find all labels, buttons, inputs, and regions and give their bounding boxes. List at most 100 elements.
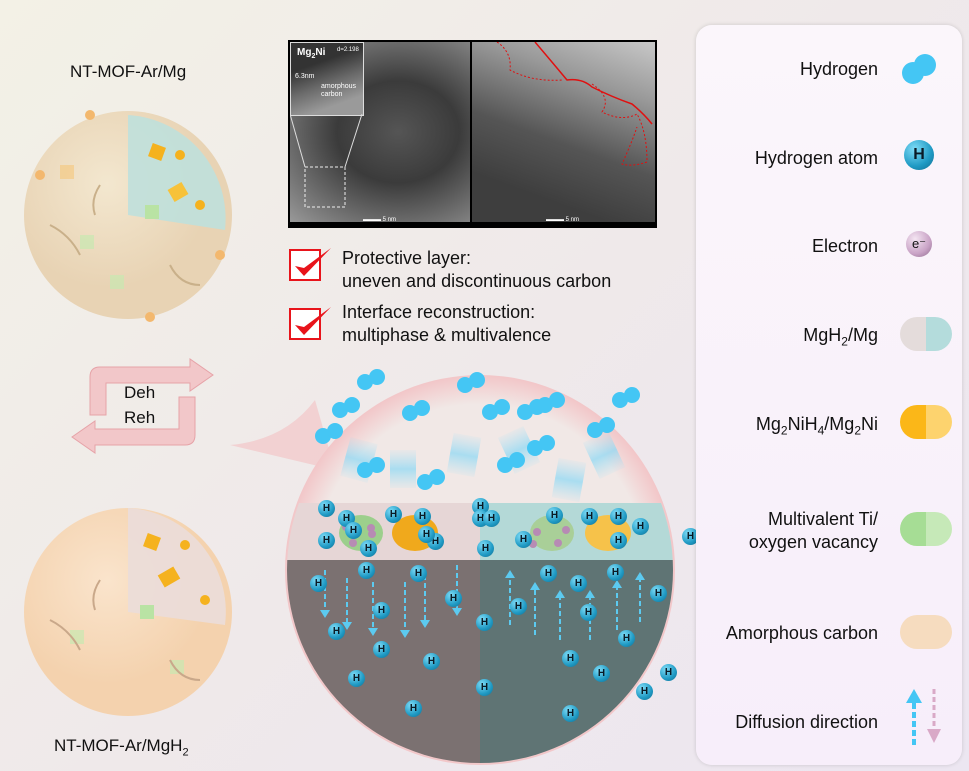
dehydrogenation-label: Deh xyxy=(124,383,156,402)
t: MgH xyxy=(803,325,842,345)
hydrogen-atom: H xyxy=(414,508,431,525)
finding-title: Protective layer: xyxy=(342,248,472,268)
hydrogen-atom: H xyxy=(410,565,427,582)
finding-protective-layer: Protective layer: uneven and discontinuo… xyxy=(342,247,611,293)
hydrogen-atom: H xyxy=(385,506,402,523)
hydrogen-molecule xyxy=(417,469,445,490)
inset-spacing-label: d=2.198 xyxy=(337,47,359,53)
finding-detail: uneven and discontinuous carbon xyxy=(342,271,612,291)
electron xyxy=(562,526,570,534)
hydrogen-molecule xyxy=(357,457,385,478)
hydrogen-molecule xyxy=(482,399,510,420)
nt-mof-ar-mg-sphere xyxy=(24,110,232,322)
t: 5 nm xyxy=(382,217,397,223)
hydrogen-molecule xyxy=(497,452,525,473)
t: Ni xyxy=(315,47,326,58)
legend-ti-vacancy-label: Multivalent Ti/oxygen vacancy xyxy=(749,508,878,554)
tem-image-right xyxy=(472,42,655,222)
mgh2-mg-pill-icon xyxy=(900,317,952,351)
t: Ni xyxy=(861,414,878,434)
mg2nih4-mg2ni-pill-icon xyxy=(900,405,952,439)
hydrogen-atom: H xyxy=(562,650,579,667)
ti-vacancy-pill-icon xyxy=(900,512,952,546)
cycle-arrows-icon xyxy=(71,358,214,454)
hydrogen-atom: H xyxy=(318,532,335,549)
hydrogen-atom: H xyxy=(318,500,335,517)
top-sphere-label: NT-MOF-Ar/Mg xyxy=(70,62,187,81)
hydrogen-atom: H xyxy=(373,641,390,658)
electron xyxy=(367,524,375,532)
hydrogen-atom: H xyxy=(476,614,493,631)
hydrogen-atom: H xyxy=(580,604,597,621)
t: Multivalent Ti/ xyxy=(767,509,878,529)
diffusion-arrow-up xyxy=(555,590,565,640)
hydrogen-molecule xyxy=(457,372,485,393)
finding-title: Interface reconstruction: xyxy=(342,302,536,322)
hydrogen-atom: H xyxy=(348,670,365,687)
diffusion-arrow-down xyxy=(342,578,352,630)
hydrogen-atom: H xyxy=(581,508,598,525)
diffusion-arrow-up xyxy=(505,570,515,625)
t: 5 nm xyxy=(565,217,580,223)
legend-diffusion-label: Diffusion direction xyxy=(735,712,878,732)
hydrogen-atom: H xyxy=(593,665,610,682)
t: oxygen vacancy xyxy=(748,532,878,552)
hydrogen-atom: H xyxy=(510,598,527,615)
hydrogen-molecule xyxy=(587,417,615,438)
t: Mg xyxy=(297,47,312,58)
legend-electron-label: Electron xyxy=(811,236,878,256)
hydrogen-atom: H xyxy=(610,532,627,549)
hydrogen-atom: H xyxy=(610,508,627,525)
t: /Mg xyxy=(847,325,878,345)
legend-panel: Hydrogen Hydrogen atom H Electron e⁻ MgH… xyxy=(696,25,962,765)
hydrogen-atom: H xyxy=(515,531,532,548)
electron-icon: e⁻ xyxy=(906,231,932,257)
t: amorphous xyxy=(321,83,357,90)
legend-mg2nih4-mg2ni-label: Mg2NiH4/Mg2Ni xyxy=(756,413,878,443)
finding-interface-reconstruction: Interface reconstruction: multiphase & m… xyxy=(342,301,551,347)
hydrogen-atom: H xyxy=(483,510,500,527)
hydrogen-atom: H xyxy=(358,562,375,579)
diffusion-arrow-down xyxy=(368,582,378,636)
legend-hydrogen-label: Hydrogen xyxy=(799,59,878,79)
rehydrogenation-label: Reh xyxy=(124,408,156,427)
legend-mgh2-mg-label: MgH2/Mg xyxy=(803,324,878,354)
hydrogen-atom: H xyxy=(423,653,440,670)
label-subscript: 2 xyxy=(182,746,189,759)
hydrogen-atom: H xyxy=(570,575,587,592)
hydrogen-atom: H xyxy=(682,528,699,545)
checkmark-icon xyxy=(289,307,331,340)
diffusion-arrow-up xyxy=(612,580,622,630)
hydrogen-atom: H xyxy=(618,630,635,647)
electron xyxy=(554,539,562,547)
hydrogen-atom: H xyxy=(373,602,390,619)
finding-detail: multiphase & multivalence xyxy=(342,325,552,345)
t: /Mg xyxy=(824,414,855,434)
t: NiH xyxy=(787,414,818,434)
hydrogen-atom: H xyxy=(345,522,362,539)
t-sub: 2 xyxy=(854,423,861,438)
bottom-sphere-label: NT-MOF-Ar/MgH2 xyxy=(54,736,189,758)
legend-amorphous-carbon-label: Amorphous carbon xyxy=(725,623,878,643)
t: Mg xyxy=(755,414,781,434)
hydrogen-atom: H xyxy=(445,590,462,607)
electron xyxy=(349,539,357,547)
legend-hydrogen-atom-label: Hydrogen atom xyxy=(754,148,878,168)
scale-bar-right: ▬▬▬ 5 nm xyxy=(546,217,580,223)
inset-thickness-label: 6.3nm xyxy=(295,73,315,80)
hydrogen-molecule xyxy=(527,435,555,456)
hydrogen-atom: H xyxy=(405,700,422,717)
hydrogen-atom: H xyxy=(660,664,677,681)
hydrogen-atom: H xyxy=(636,683,653,700)
hydrogen-atom: H xyxy=(476,679,493,696)
t-sub: 2 xyxy=(841,334,848,349)
hydrogen-atom: H xyxy=(310,575,327,592)
checkmark-icon xyxy=(289,248,331,281)
tem-zoom-lines xyxy=(290,113,363,208)
t-sub: 4 xyxy=(817,423,825,438)
